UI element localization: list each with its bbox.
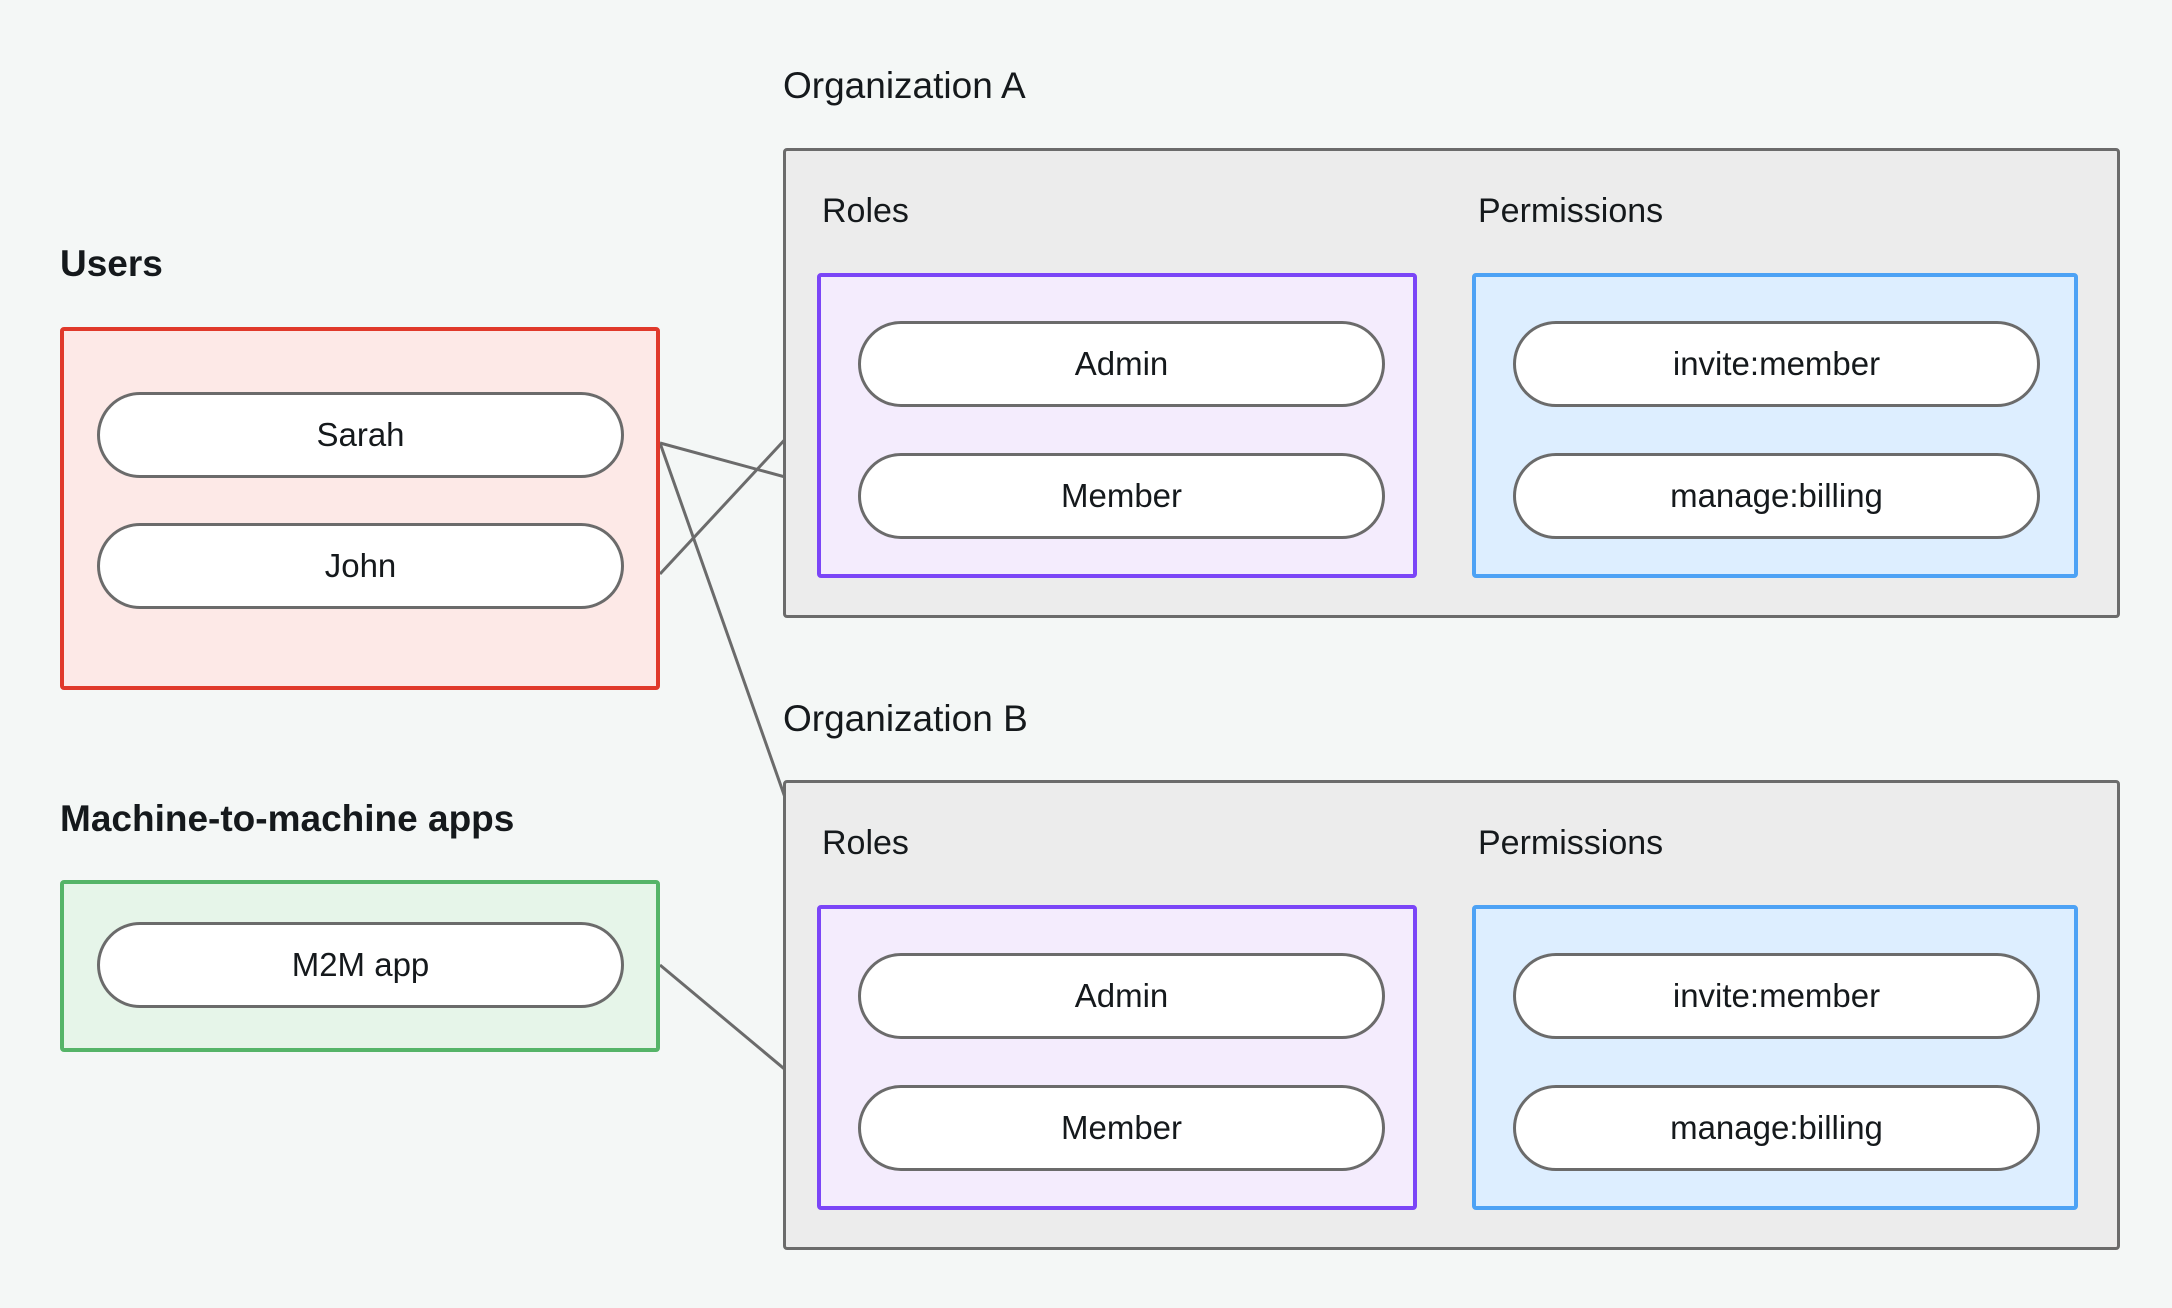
m2m-caption: Machine-to-machine apps [60,798,515,839]
organization-a-role-member-label: Member [1060,477,1183,514]
users-group [60,327,660,690]
organization-a-roles-label: Roles [822,192,909,230]
organization-b-role-member-label: Member [1060,1109,1183,1146]
m2m-node-app[interactable]: M2M app [97,922,624,1008]
organization-b-permission-manage-billing[interactable]: manage:billing [1513,1085,2040,1171]
organization-b-role-member[interactable]: Member [858,1085,1385,1171]
organization-b-permission-invite-member[interactable]: invite:member [1513,953,2040,1039]
organization-b-caption: Organization B [783,698,1028,739]
organization-b-permission-invite-member-label: invite:member [1672,977,1881,1014]
users-caption: Users [60,243,163,284]
m2m-node-app-label: M2M app [291,946,430,983]
organization-a-permission-manage-billing[interactable]: manage:billing [1513,453,2040,539]
organization-b-role-admin-label: Admin [1074,977,1169,1014]
organization-b-permission-manage-billing-label: manage:billing [1670,1109,1883,1146]
organization-a-permission-invite-member[interactable]: invite:member [1513,321,2040,407]
organization-a-role-admin[interactable]: Admin [858,321,1385,407]
user-node-sarah-label: Sarah [316,416,405,453]
user-node-john[interactable]: John [97,523,624,609]
user-node-sarah[interactable]: Sarah [97,392,624,478]
organization-b-permissions-label: Permissions [1478,824,1664,862]
organization-a-role-admin-label: Admin [1074,345,1169,382]
organization-a-role-member[interactable]: Member [858,453,1385,539]
organization-b-role-admin[interactable]: Admin [858,953,1385,1039]
user-node-john-label: John [324,547,397,584]
organization-a-caption: Organization A [783,65,1026,106]
organization-b-roles-label: Roles [822,824,909,862]
organization-a-permission-manage-billing-label: manage:billing [1670,477,1883,514]
organization-a-permissions-label: Permissions [1478,192,1664,230]
organization-a-permission-invite-member-label: invite:member [1672,345,1881,382]
